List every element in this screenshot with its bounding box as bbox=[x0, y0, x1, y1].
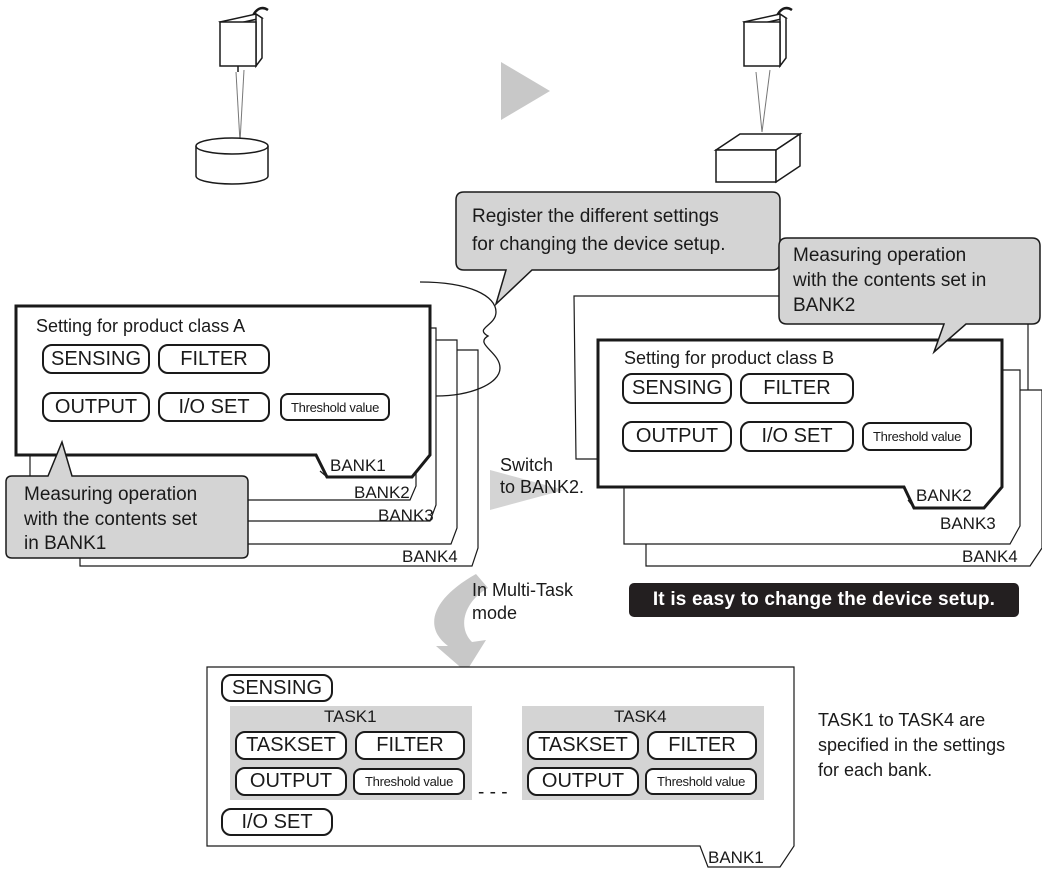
measuring-right-line-3: BANK2 bbox=[793, 295, 856, 316]
left-io-set-button[interactable]: I/O SET bbox=[158, 392, 270, 422]
left-card-title: Setting for product class A bbox=[36, 316, 246, 336]
transition-arrow-icon bbox=[501, 62, 550, 120]
task1-output-button[interactable]: OUTPUT bbox=[235, 767, 347, 796]
measuring-callout-right-shape bbox=[778, 237, 1041, 355]
task-note-line-3: for each bank. bbox=[818, 760, 933, 780]
task4-taskset-button[interactable]: TASKSET bbox=[527, 731, 639, 760]
right-filter-button[interactable]: FILTER bbox=[740, 373, 854, 404]
left-bank4-label: BANK4 bbox=[402, 547, 458, 566]
switch-arrow-icon bbox=[490, 470, 564, 510]
bottom-io-set-button[interactable]: I/O SET bbox=[221, 808, 333, 836]
switch-label-line-2: to BANK2. bbox=[500, 477, 585, 497]
left-bank2-label: BANK2 bbox=[354, 483, 410, 502]
right-output-button[interactable]: OUTPUT bbox=[622, 421, 732, 452]
task1-taskset-button[interactable]: TASKSET bbox=[235, 731, 347, 760]
multitask-label-line-1: In Multi-Task bbox=[472, 580, 574, 600]
left-bank1-label: BANK1 bbox=[330, 456, 386, 475]
easy-change-banner: It is easy to change the device setup. bbox=[629, 583, 1019, 617]
measuring-left-line-1: Measuring operation bbox=[24, 484, 198, 505]
right-bank3-label: BANK3 bbox=[940, 514, 996, 533]
task1-threshold-button[interactable]: Threshold value bbox=[353, 768, 465, 795]
task4-threshold-button[interactable]: Threshold value bbox=[645, 768, 757, 795]
right-sensing-button[interactable]: SENSING bbox=[622, 373, 732, 404]
register-callout-line-2: for changing the device setup. bbox=[472, 234, 726, 255]
task1-label: TASK1 bbox=[324, 707, 377, 726]
bottom-bank1-label: BANK1 bbox=[708, 848, 764, 867]
measuring-right-line-2: with the contents set in bbox=[793, 270, 987, 291]
task-ellipsis: - - - bbox=[478, 782, 508, 803]
bottom-sensing-button[interactable]: SENSING bbox=[221, 674, 333, 702]
right-bank2-label: BANK2 bbox=[916, 486, 972, 505]
left-sensing-button[interactable]: SENSING bbox=[42, 344, 150, 374]
register-callout-line-1: Register the different settings bbox=[472, 206, 719, 227]
right-bank4-label: BANK4 bbox=[962, 547, 1018, 566]
settings-brace bbox=[419, 281, 501, 397]
multitask-arrow-icon bbox=[434, 574, 488, 672]
left-output-button[interactable]: OUTPUT bbox=[42, 392, 150, 422]
multitask-label-line-2: mode bbox=[472, 603, 518, 623]
switch-label-line-1: Switch bbox=[500, 455, 554, 475]
task4-filter-button[interactable]: FILTER bbox=[647, 731, 757, 760]
task-note-line-2: specified in the settings bbox=[818, 735, 1006, 755]
measuring-callout-left-shape bbox=[5, 439, 249, 559]
task1-filter-button[interactable]: FILTER bbox=[355, 731, 465, 760]
task4-output-button[interactable]: OUTPUT bbox=[527, 767, 639, 796]
measuring-left-line-2: with the contents set bbox=[24, 509, 198, 530]
sensor-over-cylinder bbox=[195, 6, 269, 185]
left-filter-button[interactable]: FILTER bbox=[158, 344, 270, 374]
right-card-title: Setting for product class B bbox=[624, 348, 835, 368]
register-callout-shape bbox=[455, 191, 781, 307]
left-threshold-button[interactable]: Threshold value bbox=[280, 393, 390, 421]
right-io-set-button[interactable]: I/O SET bbox=[740, 421, 854, 452]
measuring-right-line-1: Measuring operation bbox=[793, 245, 967, 266]
left-bank3-label: BANK3 bbox=[378, 506, 434, 525]
right-threshold-button[interactable]: Threshold value bbox=[862, 422, 972, 451]
task-note-line-1: TASK1 to TASK4 are bbox=[818, 710, 986, 730]
task4-label: TASK4 bbox=[614, 707, 667, 726]
measuring-left-line-3: in BANK1 bbox=[24, 533, 107, 554]
sensor-over-box bbox=[713, 6, 803, 184]
